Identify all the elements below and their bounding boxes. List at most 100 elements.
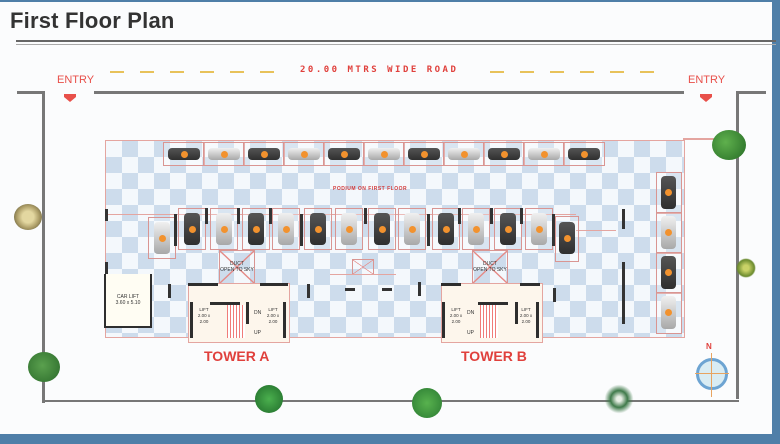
car-icon xyxy=(500,213,516,245)
parking-stall[interactable] xyxy=(363,142,405,166)
parking-stall[interactable] xyxy=(563,142,605,166)
stair-up-label: UP xyxy=(254,330,261,336)
car-icon xyxy=(208,148,240,160)
podium-edge xyxy=(330,274,396,275)
car-icon xyxy=(568,148,600,160)
car-icon xyxy=(661,216,676,249)
parking-stall[interactable] xyxy=(148,217,176,259)
parking-stall[interactable] xyxy=(656,252,682,294)
parking-stall[interactable] xyxy=(656,172,682,214)
car-icon xyxy=(468,213,484,245)
car-icon xyxy=(288,148,320,160)
parking-stall[interactable] xyxy=(210,208,238,250)
car-icon xyxy=(559,222,575,254)
podium-label: PODIUM ON FIRST FLOOR xyxy=(333,186,408,192)
floor-plan-page: First Floor Plan 20.00 MTRS WIDE ROAD EN… xyxy=(0,2,776,434)
parking-stall[interactable] xyxy=(555,216,579,262)
title-divider xyxy=(16,40,776,42)
arrow-down-icon xyxy=(64,97,76,102)
parking-stall[interactable] xyxy=(272,208,300,250)
parking-stall[interactable] xyxy=(368,208,396,250)
parking-stall[interactable] xyxy=(323,142,365,166)
parking-stall[interactable] xyxy=(335,208,363,250)
parking-stall[interactable] xyxy=(525,208,553,250)
central-duct xyxy=(352,259,374,275)
parking-stall[interactable] xyxy=(398,208,426,250)
entry-label: ENTRY xyxy=(688,74,726,86)
bush-icon xyxy=(412,388,442,418)
palm-icon xyxy=(736,258,756,278)
car-icon xyxy=(374,213,390,245)
car-icon xyxy=(661,176,676,209)
car-icon xyxy=(531,213,547,245)
title-divider-secondary xyxy=(16,44,776,45)
car-icon xyxy=(216,213,232,245)
tree-icon xyxy=(712,130,746,160)
page-title: First Floor Plan xyxy=(10,8,175,33)
car-icon xyxy=(248,213,264,245)
stair-up-label: UP xyxy=(467,330,474,336)
tree-icon xyxy=(28,352,60,382)
staircase xyxy=(227,305,245,338)
parking-stall[interactable] xyxy=(494,208,522,250)
tower-a-label: TOWER A xyxy=(204,348,270,364)
podium-divider xyxy=(576,230,616,231)
car-lift-label: CAR LIFT xyxy=(116,294,140,300)
compass-icon xyxy=(695,353,729,397)
staircase xyxy=(480,305,498,338)
parking-stall[interactable] xyxy=(178,208,206,250)
parking-stall[interactable] xyxy=(656,212,682,254)
parking-stall[interactable] xyxy=(203,142,245,166)
podium-area xyxy=(105,140,685,338)
stair-down-label: DN xyxy=(254,310,262,316)
car-icon xyxy=(438,213,454,245)
car-icon xyxy=(448,148,480,160)
arrow-down-icon xyxy=(700,97,712,102)
compass-north-label: N xyxy=(706,342,712,351)
palm-icon xyxy=(602,382,636,416)
car-icon xyxy=(488,148,520,160)
car-icon xyxy=(341,213,357,245)
car-icon xyxy=(310,213,326,245)
parking-stall[interactable] xyxy=(462,208,490,250)
entry-arrow-icon xyxy=(700,94,712,97)
car-icon xyxy=(154,222,170,254)
parking-stall[interactable] xyxy=(163,142,205,166)
car-icon xyxy=(278,213,294,245)
car-icon xyxy=(404,213,420,245)
parking-stall[interactable] xyxy=(242,208,270,250)
car-icon xyxy=(328,148,360,160)
entry-label: ENTRY xyxy=(57,74,95,86)
parking-stall[interactable] xyxy=(283,142,325,166)
stair-down-label: DN xyxy=(467,310,475,316)
car-icon xyxy=(248,148,280,160)
parking-stall[interactable] xyxy=(656,292,682,334)
car-icon xyxy=(661,296,676,329)
car-lift-size: 3.60 x 5.10 xyxy=(115,300,141,306)
car-icon xyxy=(408,148,440,160)
parking-stall[interactable] xyxy=(432,208,460,250)
parking-stall[interactable] xyxy=(443,142,485,166)
podium-link xyxy=(683,138,723,140)
parking-stall[interactable] xyxy=(523,142,565,166)
tree-icon xyxy=(255,385,283,413)
parking-stall[interactable] xyxy=(304,208,332,250)
entry-arrow-icon xyxy=(64,94,76,97)
car-icon xyxy=(368,148,400,160)
car-icon xyxy=(661,256,676,289)
car-icon xyxy=(184,213,200,245)
car-icon xyxy=(528,148,560,160)
road-label: 20.00 MTRS WIDE ROAD xyxy=(300,65,459,75)
shrub-icon xyxy=(14,204,42,230)
parking-stall[interactable] xyxy=(483,142,525,166)
parking-stall[interactable] xyxy=(403,142,445,166)
parking-stall[interactable] xyxy=(243,142,285,166)
car-icon xyxy=(168,148,200,160)
